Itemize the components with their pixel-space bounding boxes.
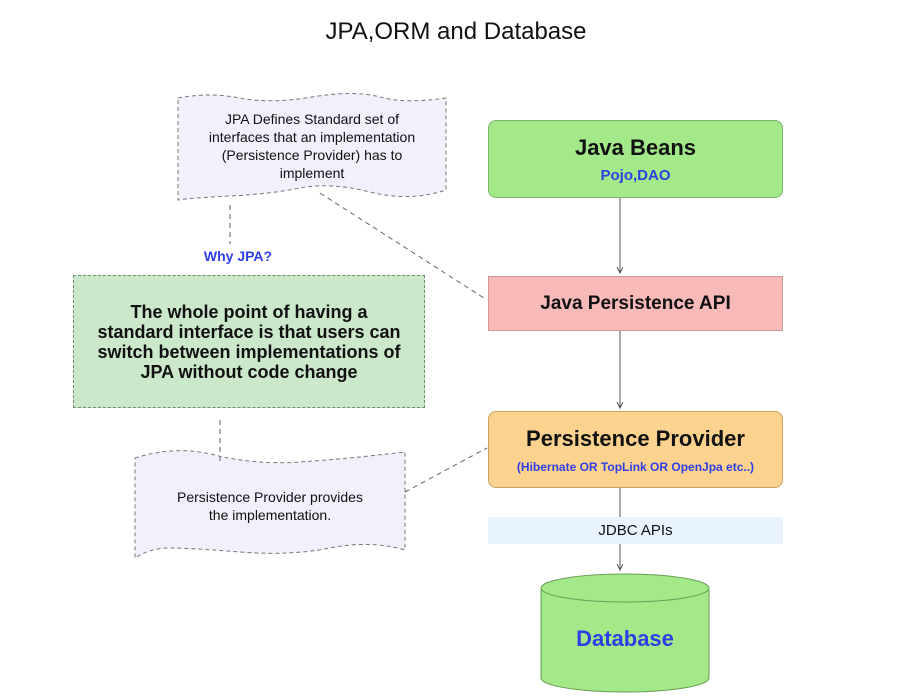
database-label: Database xyxy=(576,626,674,651)
note-provider-text: Persistence Provider provides the implem… xyxy=(135,488,405,524)
jpa-api-label: Java Persistence API xyxy=(540,292,731,314)
connector-note-to-provider xyxy=(404,447,488,493)
note-jpa-line: implement xyxy=(279,165,345,181)
connector-note-to-jpa xyxy=(319,192,488,301)
note-provider-line: the implementation. xyxy=(208,507,332,523)
note-jpa-text: JPA Defines Standard set of interfaces t… xyxy=(178,110,446,182)
java-beans-label: Java Beans xyxy=(574,134,697,160)
java-beans-box: Java Beans Pojo,DAO xyxy=(488,120,783,198)
jpa-api-box: Java Persistence API xyxy=(488,276,783,331)
note-jpa-line: (Persistence Provider) has to xyxy=(221,147,403,163)
point-note-text: The whole point of having a standard int… xyxy=(87,302,410,382)
provider-label: Persistence Provider xyxy=(526,425,745,451)
java-beans-sub: Pojo,DAO xyxy=(600,166,671,184)
note-jpa-line: interfaces that an implementation xyxy=(208,129,416,145)
point-note-line: JPA without code change xyxy=(140,361,358,382)
point-note-line: standard interface is that users can xyxy=(97,321,401,342)
provider-sub: (Hibernate OR TopLink OR OpenJpa etc..) xyxy=(516,459,755,474)
point-note-line: The whole point of having a xyxy=(130,301,368,322)
note-provider-shape xyxy=(134,450,406,559)
jdbc-api-band: JDBC APIs xyxy=(488,517,783,544)
note-jpa-line: JPA Defines Standard set of xyxy=(224,111,400,127)
diagram-title: JPA,ORM and Database xyxy=(325,18,587,45)
note-provider-line: Persistence Provider provides xyxy=(177,489,363,505)
point-note-box: The whole point of having a standard int… xyxy=(73,275,425,408)
database-cylinder xyxy=(540,573,710,693)
note-jpa-shape xyxy=(177,93,447,201)
point-note-line: switch between implementations of xyxy=(97,341,401,362)
persistence-provider-box: Persistence Provider (Hibernate OR TopLi… xyxy=(488,411,783,488)
why-jpa-label: Why JPA? xyxy=(203,248,273,264)
